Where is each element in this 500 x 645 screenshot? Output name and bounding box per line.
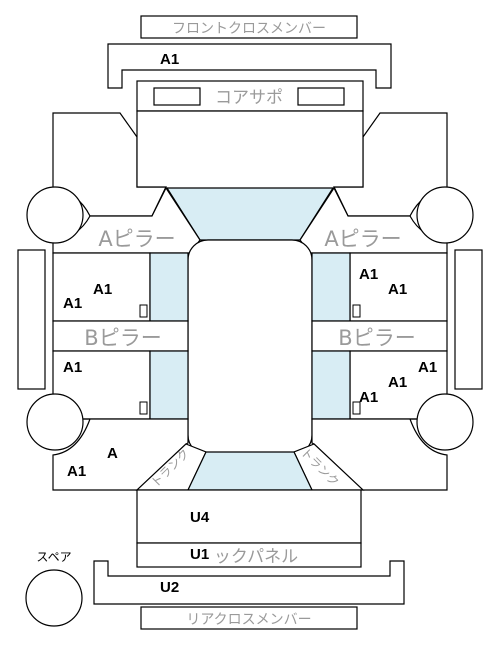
spare-tire [25, 569, 83, 627]
right-b-pillar-label: Bピラー [338, 326, 415, 350]
left-b-pillar-label: Bピラー [84, 326, 161, 350]
rear-cross-member-label-box [140, 606, 358, 630]
right-rocker-panel[interactable] [454, 249, 483, 390]
front-cross-member-label-box [140, 15, 358, 39]
rear-right-door-code-a: A1 [418, 359, 437, 376]
spare-label: スペア [36, 550, 71, 564]
left-front-door-glass [149, 252, 189, 322]
back-panel[interactable] [136, 542, 362, 568]
rear-cross-member-label: リアクロスメンバー [186, 612, 311, 628]
front-cross-member[interactable] [107, 43, 392, 89]
front-left-door-code-inner: A1 [93, 281, 112, 298]
left-a-pillar-label: Aピラー [98, 227, 175, 251]
left-front-door[interactable] [52, 252, 151, 322]
rear-right-door-code-b: A1 [388, 374, 407, 391]
rear-windshield [187, 451, 313, 491]
right-b-pillar[interactable] [311, 320, 448, 352]
right-front-door-handle [352, 304, 361, 318]
left-rear-door-glass [149, 350, 189, 420]
front-right-tire [416, 186, 474, 244]
rear-left-tire [26, 393, 84, 451]
front-cross-member-label: フロントクロスメンバー [172, 21, 326, 37]
roof[interactable] [187, 239, 313, 456]
left-b-pillar[interactable] [52, 320, 189, 352]
right-front-door[interactable] [349, 252, 448, 322]
left-rear-door-handle [139, 401, 148, 415]
right-rear-door-glass [311, 350, 351, 420]
right-front-door-glass [311, 252, 351, 322]
left-front-door-handle [139, 304, 148, 318]
rear-left-door-code: A1 [63, 359, 82, 376]
trunk-code: U4 [190, 509, 210, 526]
front-left-door-code-outer: A1 [63, 295, 82, 312]
core-support-left-box [153, 87, 201, 106]
rear-left-quarter-code-a: A [107, 445, 118, 462]
rear-cross-member[interactable] [93, 560, 405, 605]
rear-member-code: U2 [160, 579, 179, 596]
rear-left-quarter-code: A1 [67, 463, 86, 480]
back-panel-label: ックパネル [214, 547, 298, 567]
right-rear-door-handle [352, 401, 361, 415]
back-panel-code: U1 [190, 546, 209, 563]
front-right-door-code-a: A1 [359, 266, 378, 283]
right-a-pillar-label: Aピラー [324, 227, 401, 251]
front-right-door-code-b: A1 [388, 281, 407, 298]
front-member-code: A1 [160, 51, 179, 68]
trunk-lid[interactable] [136, 489, 362, 544]
rear-right-tire [416, 393, 474, 451]
core-support-label: コアサポ [215, 88, 283, 108]
left-rocker-panel[interactable] [17, 249, 46, 390]
front-left-tire [26, 186, 84, 244]
core-support-right-box [297, 87, 345, 106]
rear-right-door-code-c: A1 [359, 389, 378, 406]
